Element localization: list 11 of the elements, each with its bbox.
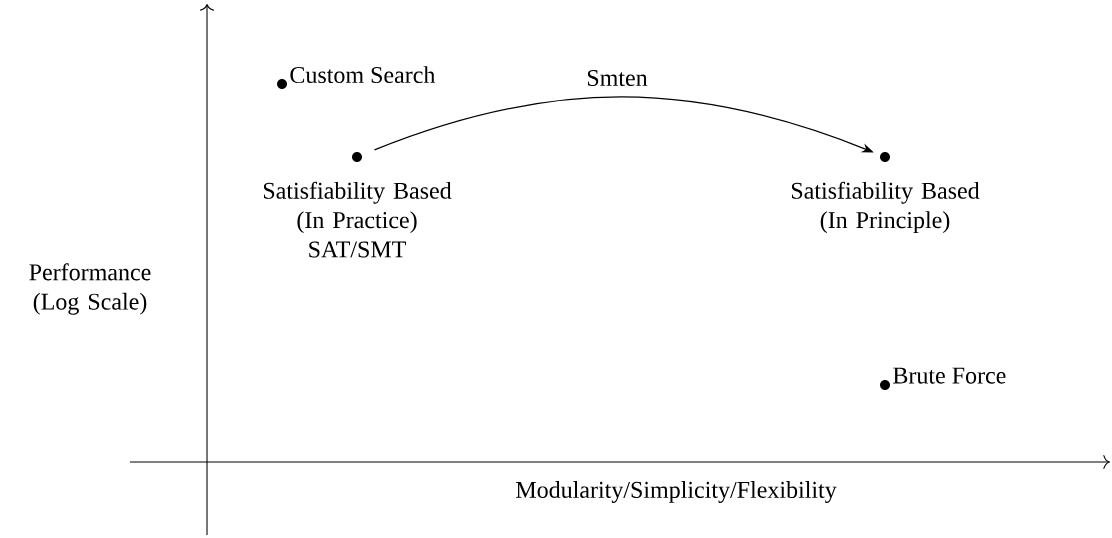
- labeled-point: Custom Search: [277, 66, 436, 89]
- node-label: Satisfiability Based (In Principle): [791, 181, 980, 234]
- edge-label: Smten: [587, 69, 648, 87]
- axis-label: Performance (Log Scale): [29, 263, 151, 315]
- labeled-point: Satisfiability Based (In Principle): [791, 152, 980, 234]
- node-label: Brute Force: [893, 367, 1006, 384]
- labeled-point: Brute Force: [880, 367, 1006, 390]
- node-label: Custom Search: [290, 66, 436, 84]
- node-label: Satisfiability Based (In Practice) SAT/SMT: [263, 181, 452, 258]
- axis-label: Modularity/Simplicity/Flexibility: [516, 481, 837, 503]
- labeled-point: Satisfiability Based (In Practice) SAT/SMT: [263, 152, 452, 258]
